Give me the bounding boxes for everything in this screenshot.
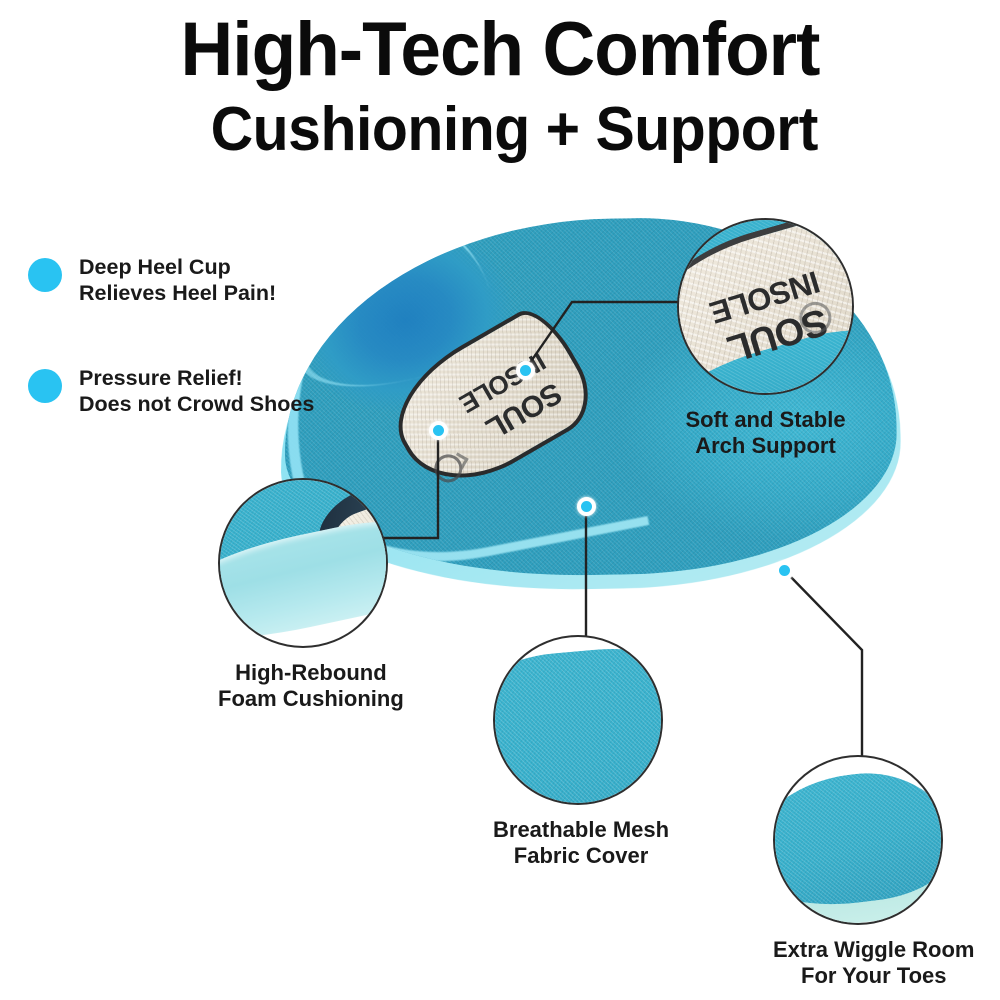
callout-caption-arch-support: Soft and Stable Arch Support [685,407,846,458]
feature-bullet-pressure-relief: Pressure Relief! Does not Crowd Shoes [28,366,314,417]
callout-bubble-arch-support: SOUL INSOLE [677,218,854,395]
anchor-dot-foam-cushioning [429,421,448,440]
bullet-dot-icon [28,369,62,403]
headline-block: High-Tech Comfort Cushioning + Support [0,10,1000,164]
anchor-dot-wiggle-room [775,561,794,580]
callout-caption-wiggle-room: Extra Wiggle Room For Your Toes [773,937,975,988]
feature-bullet-label: Deep Heel Cup Relieves Heel Pain! [79,255,277,305]
feature-bullet-label: Pressure Relief! Does not Crowd Shoes [79,366,315,416]
callout-bubble-wiggle-room [773,755,943,925]
mesh-zoom-fabric [495,640,661,803]
headline-secondary: Cushioning + Support [210,95,819,164]
callout-wiggle-room: Extra Wiggle Room For Your Toes [773,755,975,989]
wire-wiggle-room [785,571,864,757]
anchor-dot-breathable-mesh [577,497,596,516]
callout-breathable-mesh: Breathable Mesh Fabric Cover [493,635,669,869]
callout-arch-support: SOUL INSOLE Soft and Stable Arch Support [677,218,854,459]
sun-icon [429,449,468,488]
anchor-dot-arch-support [516,361,535,380]
feature-bullet-deep-heel-cup: Deep Heel Cup Relieves Heel Pain! [28,255,276,306]
callout-caption-breathable-mesh: Breathable Mesh Fabric Cover [493,817,670,868]
callout-caption-foam-cushioning: High-Rebound Foam Cushioning [218,660,404,711]
bullet-dot-icon [28,258,62,292]
callout-bubble-foam-cushioning [218,478,388,648]
headline-primary: High-Tech Comfort [180,7,821,92]
callout-foam-cushioning: High-Rebound Foam Cushioning [218,478,404,712]
callout-bubble-breathable-mesh [493,635,663,805]
